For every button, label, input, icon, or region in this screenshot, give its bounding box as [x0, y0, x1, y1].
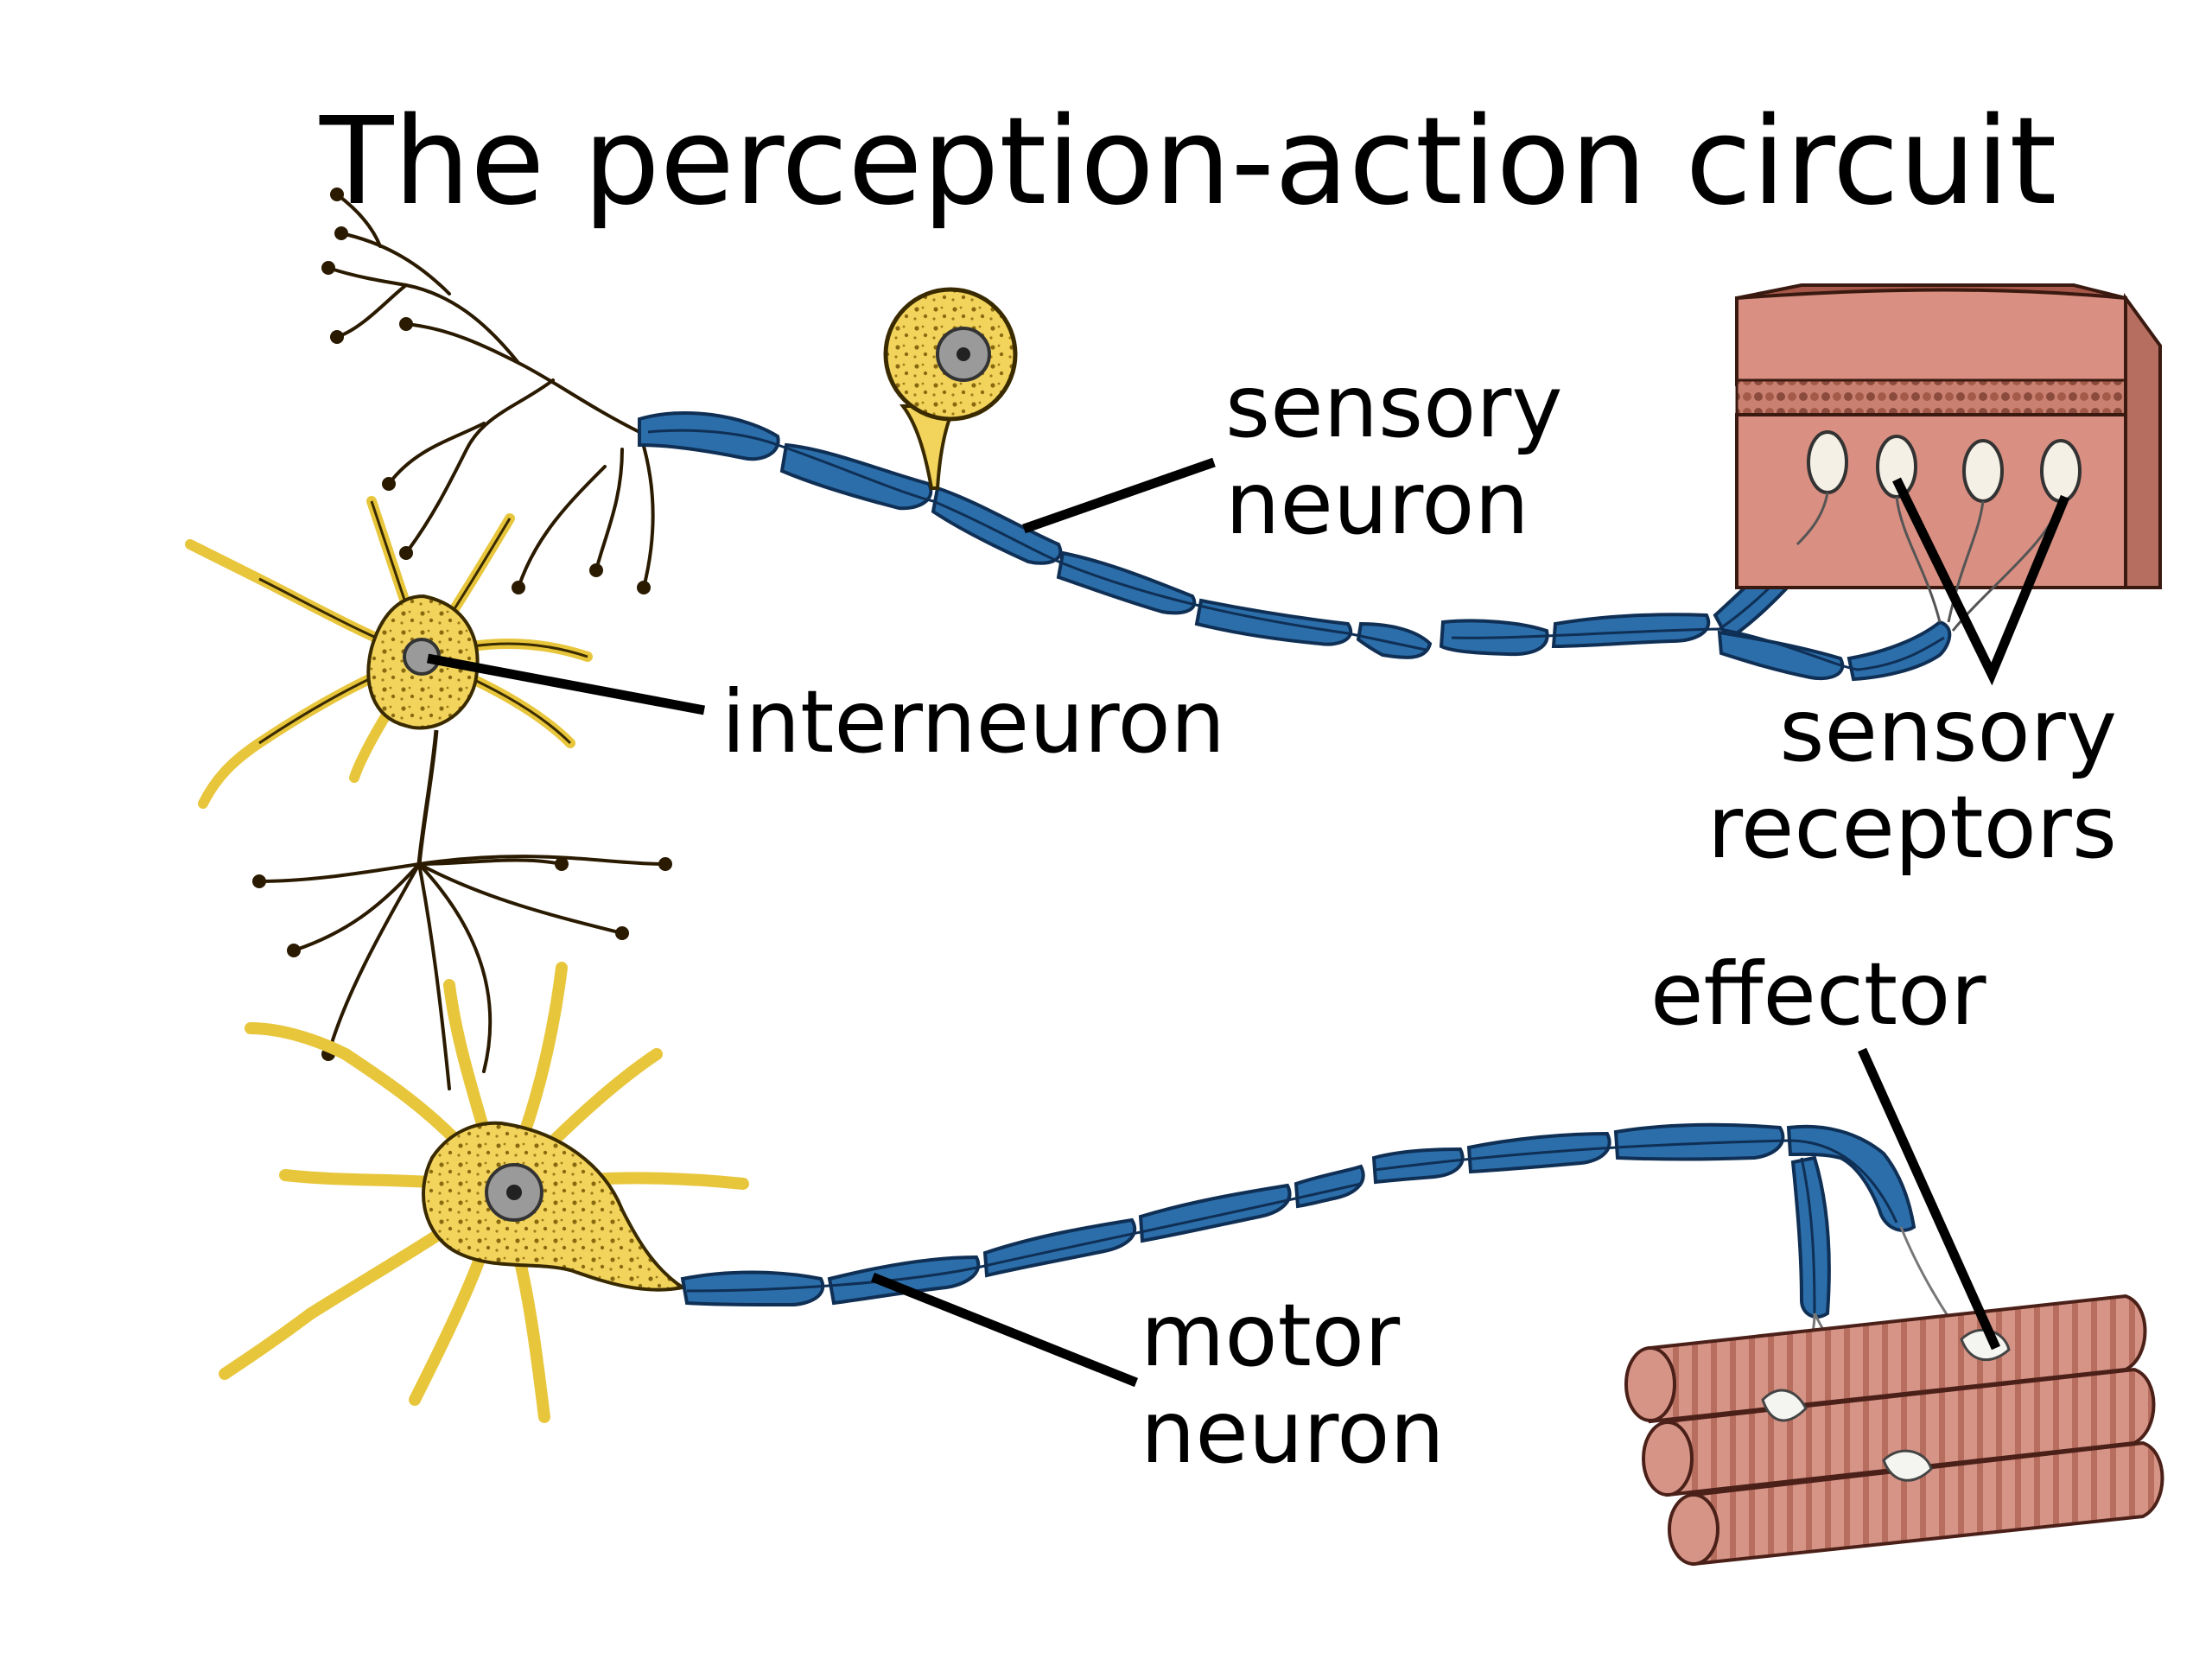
- interneuron: [185, 496, 672, 1090]
- sensory-neuron-terminals: [327, 193, 655, 589]
- leader-sensory-receptors: [1892, 477, 2070, 686]
- label-sensory-neuron: sensory neuron: [1225, 356, 1563, 554]
- skin-block: [1735, 283, 2162, 632]
- leader-motor-neuron: [870, 1272, 1139, 1388]
- interneuron-axon: [416, 729, 439, 865]
- leader-effector: [1857, 1047, 2001, 1351]
- label-motor-neuron: motor neuron: [1141, 1285, 1445, 1483]
- label-interneuron: interneuron: [721, 671, 1226, 772]
- muscle-bundle: [1624, 1294, 2164, 1567]
- label-effector: effector: [1650, 944, 1986, 1045]
- leader-sensory-neuron: [1022, 457, 1216, 534]
- motor-end-plates: [1761, 1328, 2011, 1482]
- diagram-title: The perception-action circuit: [320, 92, 2057, 232]
- sensory-neuron-terminal-dots: [321, 188, 651, 594]
- motor-neuron: [219, 962, 1972, 1470]
- sensory-cell-body: [883, 287, 1018, 490]
- leader-lines: [426, 457, 2070, 1388]
- leader-interneuron: [426, 653, 706, 715]
- label-sensory-receptors: sensory receptors: [1707, 680, 2117, 878]
- muscle-fiber: [1668, 1440, 2164, 1567]
- sensory-neuron: [321, 188, 1952, 682]
- sensory-receptor-capsules: [1807, 430, 2082, 503]
